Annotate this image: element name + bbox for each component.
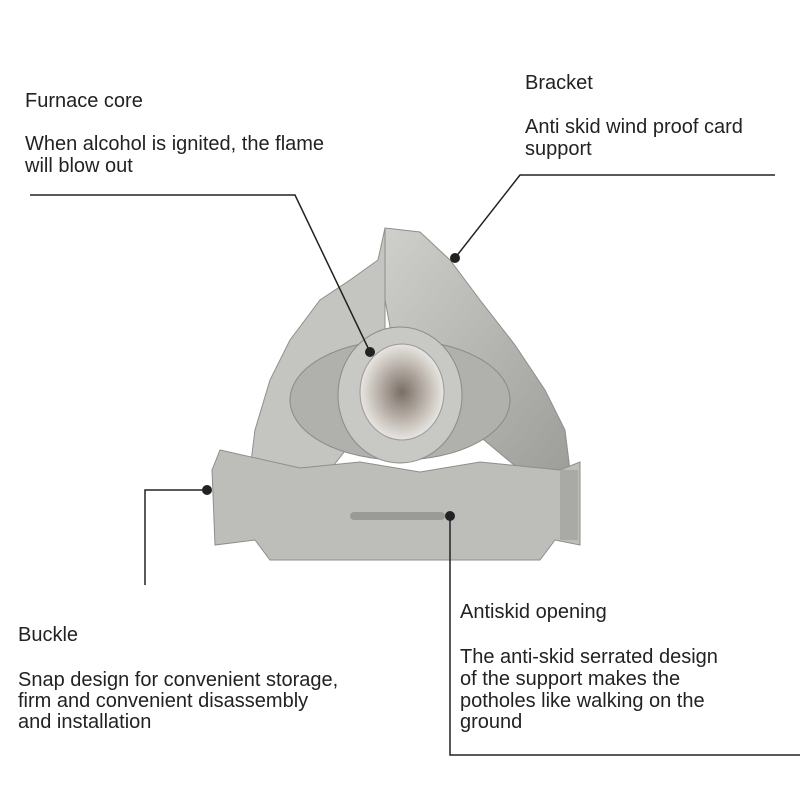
furnace-desc-1: When alcohol is ignited, the flame — [25, 133, 325, 155]
antiskid-title: Antiskid opening — [460, 601, 607, 623]
bracket-desc-1: Anti skid wind proof card — [525, 116, 743, 138]
antiskid-desc-1: The anti-skid serrated design — [460, 646, 718, 668]
antiskid-desc-3: potholes like walking on the — [460, 690, 705, 712]
antiskid-dot — [445, 511, 455, 521]
stove-burner — [289, 326, 511, 464]
buckle-desc-1: Snap design for convenient storage, — [18, 669, 339, 691]
furnace-desc-2: will blow out — [25, 155, 133, 177]
buckle-desc-3: and installation — [18, 711, 152, 733]
furnace-dot — [365, 347, 375, 357]
bracket-desc-2: support — [525, 138, 592, 160]
furnace-title: Furnace core — [25, 90, 143, 112]
stove-front-plate — [211, 449, 581, 561]
antiskid-desc-4: ground — [460, 711, 523, 733]
bracket-dot — [450, 253, 460, 263]
buckle-desc-2: firm and convenient disassembly — [18, 690, 309, 712]
callout-lines — [30, 174, 800, 756]
buckle-title: Buckle — [18, 624, 79, 646]
antiskid-desc-2: of the support makes the — [460, 668, 681, 690]
buckle-dot — [202, 485, 212, 495]
bracket-title: Bracket — [525, 72, 593, 94]
